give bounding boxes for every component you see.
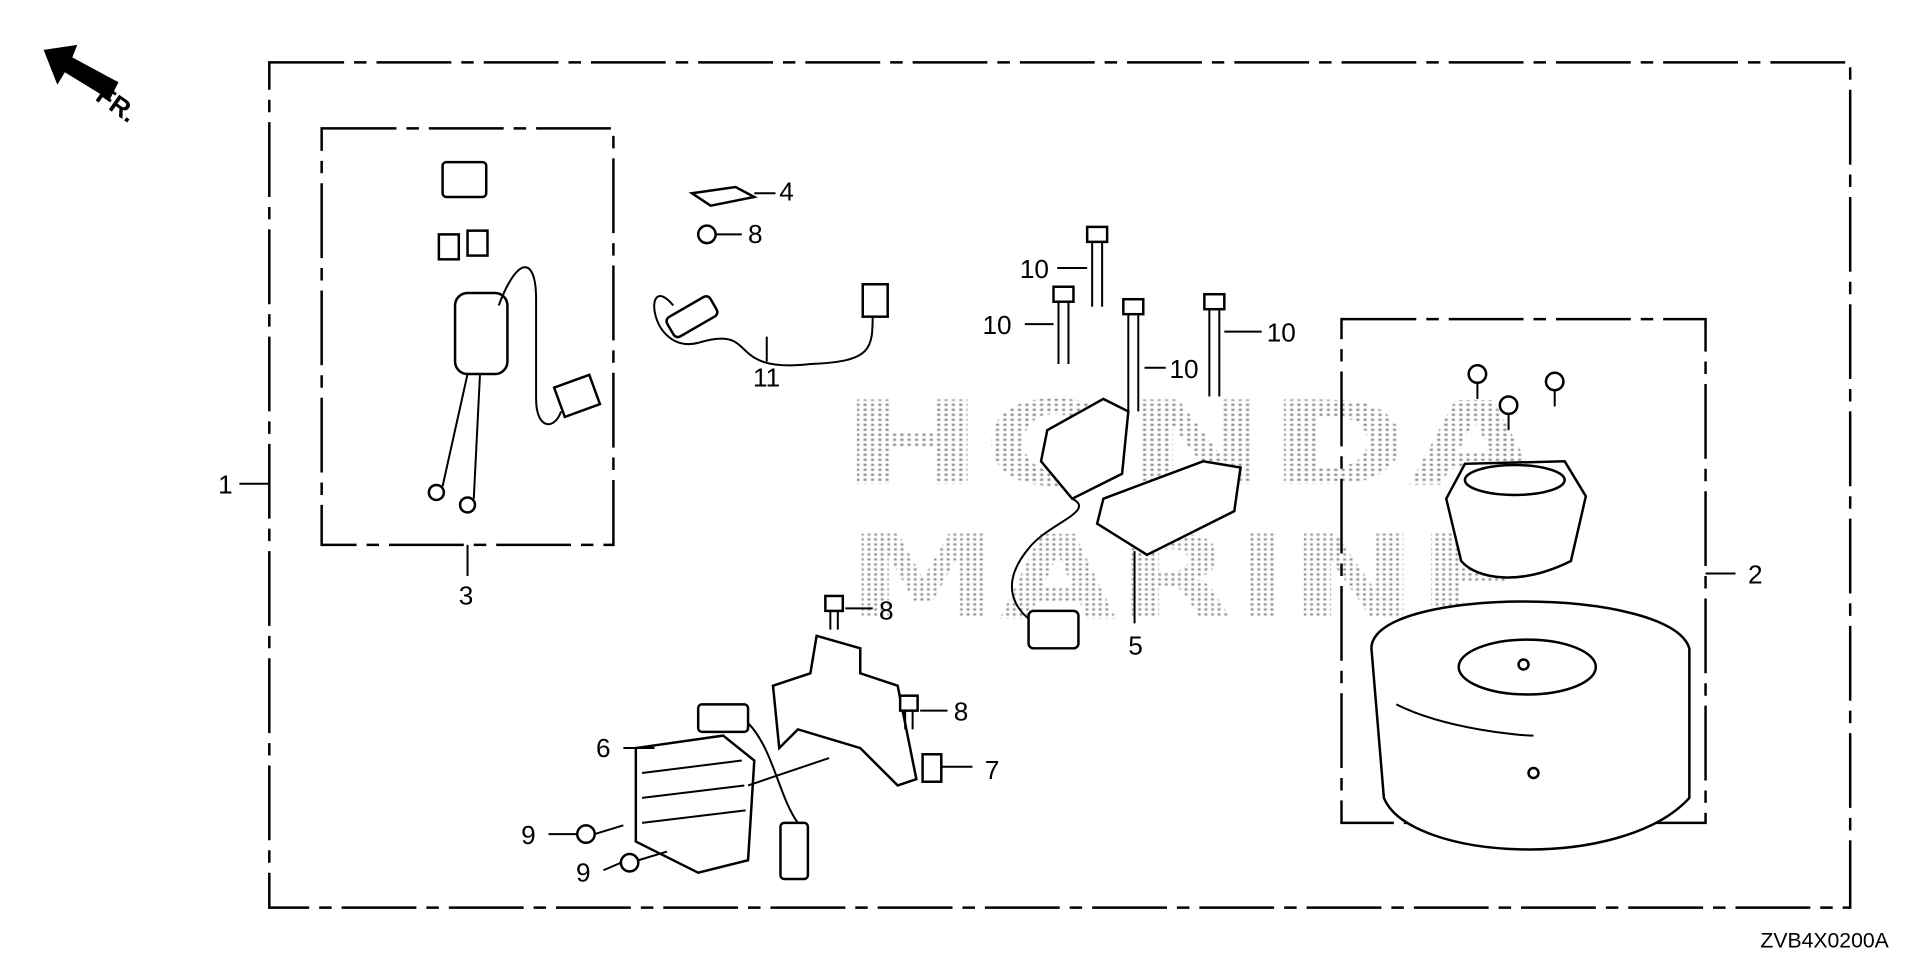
callout-5: 5 bbox=[1128, 631, 1143, 661]
part-2-flywheel[interactable] bbox=[1370, 364, 1691, 851]
assembly-frame bbox=[268, 61, 1852, 909]
part-3-fuse-harness[interactable] bbox=[427, 160, 602, 514]
part-5-regulator[interactable] bbox=[1010, 397, 1242, 650]
part-10-bolts[interactable] bbox=[1024, 225, 1262, 412]
callout-9-lower: 9 bbox=[576, 857, 591, 887]
callout-10-a: 10 bbox=[1020, 254, 1049, 284]
callout-7: 7 bbox=[985, 755, 1000, 785]
part-7-bracket[interactable] bbox=[771, 634, 973, 787]
callout-10-d: 10 bbox=[1267, 318, 1296, 348]
callout-9-upper: 9 bbox=[521, 820, 536, 850]
part-9-bolts[interactable] bbox=[548, 747, 668, 873]
part-8-bolt-mid[interactable] bbox=[824, 594, 873, 630]
drawing-code: ZVB4X0200A bbox=[1760, 930, 1889, 953]
part-4-clip[interactable] bbox=[688, 185, 758, 208]
callout-10-b: 10 bbox=[982, 310, 1011, 340]
part-3-frame bbox=[320, 127, 615, 547]
callout-1: 1 bbox=[218, 470, 233, 500]
front-direction-arrow-icon: FR. bbox=[43, 44, 143, 128]
callout-8-right: 8 bbox=[954, 697, 969, 727]
callout-10-c: 10 bbox=[1169, 354, 1198, 384]
part-8-bolt-top[interactable] bbox=[696, 224, 742, 245]
callout-4: 4 bbox=[779, 177, 794, 207]
callout-3: 3 bbox=[459, 581, 474, 611]
part-11-harness[interactable] bbox=[653, 283, 889, 367]
callout-8-mid: 8 bbox=[879, 596, 894, 626]
callout-2: 2 bbox=[1748, 559, 1763, 589]
part-8-bolt-right[interactable] bbox=[898, 694, 948, 730]
part-6-rectifier[interactable] bbox=[634, 703, 830, 881]
callout-11: 11 bbox=[753, 362, 780, 392]
callout-8-top: 8 bbox=[748, 219, 763, 249]
callout-6: 6 bbox=[596, 733, 611, 763]
